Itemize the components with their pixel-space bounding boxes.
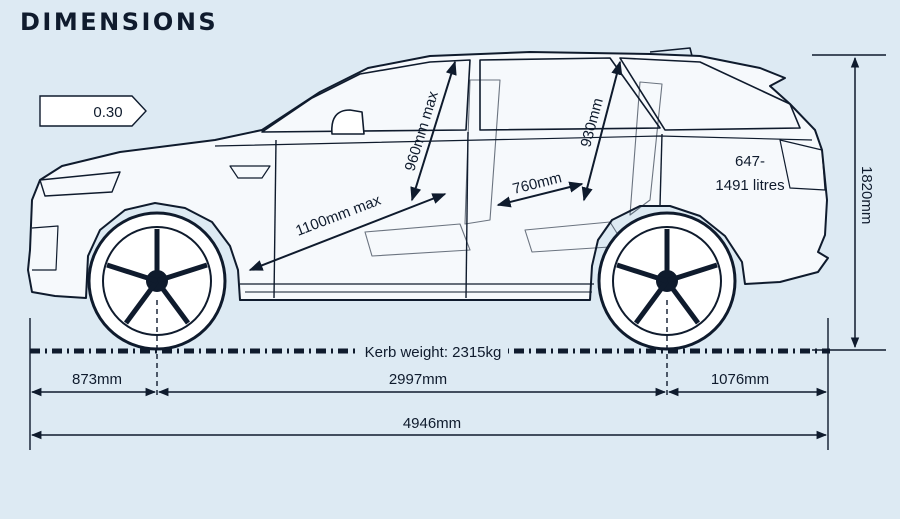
boot-capacity-line1: 647-	[735, 153, 765, 170]
wheelbase-label: 2997mm	[389, 371, 447, 388]
overall-length-label: 4946mm	[403, 415, 461, 432]
rear-headroom-arrow	[581, 60, 623, 202]
kerb-weight-label: Kerb weight: 2315kg	[365, 344, 502, 361]
front-wheel	[87, 211, 227, 351]
front-diagonal-arrow	[248, 193, 447, 271]
boot-capacity-line2: 1491 litres	[715, 177, 784, 194]
diagram-title: DIMENSIONS	[20, 8, 219, 36]
height-label: 1820mm	[858, 166, 875, 224]
drag-coefficient-value: 0.30	[93, 104, 122, 121]
front-overhang-label: 873mm	[72, 371, 122, 388]
front-headroom-arrow	[410, 60, 457, 202]
rear-wheel	[597, 211, 737, 351]
rear-legroom-arrow	[496, 181, 584, 208]
rear-overhang-label: 1076mm	[711, 371, 769, 388]
drag-coefficient-tag: 0.30	[39, 95, 147, 127]
